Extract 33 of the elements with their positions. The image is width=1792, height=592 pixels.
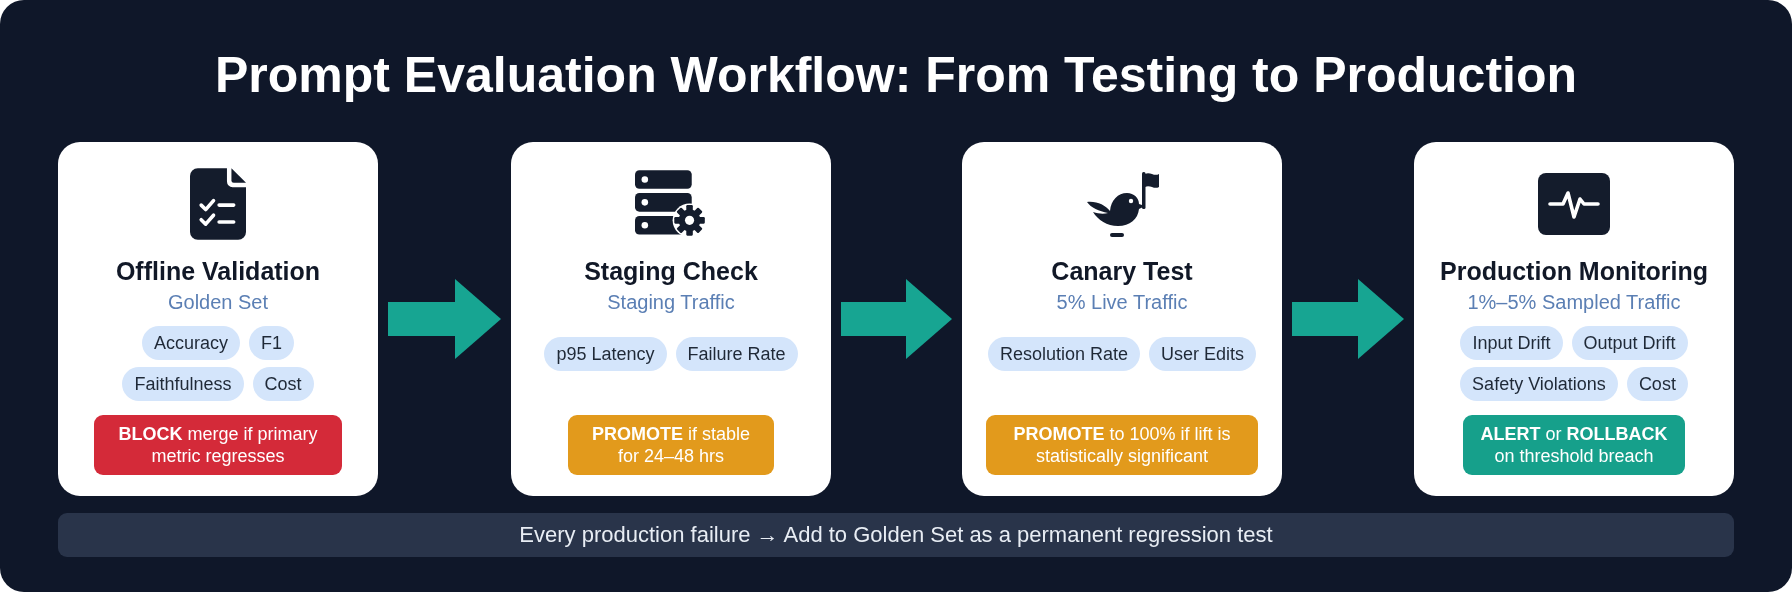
metric-tag: F1 [249, 326, 294, 360]
metric-tag: User Edits [1149, 337, 1257, 371]
metric-tag: Safety Violations [1460, 367, 1618, 401]
card-title: Canary Test [1051, 256, 1193, 286]
decision-banner: PROMOTE to 100% if lift is statistically significant [986, 415, 1258, 475]
arrow [1292, 279, 1404, 359]
decision-banner: BLOCK merge if primary metric regresses [94, 415, 342, 475]
stage-card [58, 142, 378, 496]
metric-tag: Input Drift [1460, 326, 1563, 360]
metric-tag: Failure Rate [675, 337, 798, 371]
stage-card [962, 142, 1282, 496]
diagram-title: Prompt Evaluation Workflow: From Testing to Production [215, 46, 1577, 104]
metric-tag: Accuracy [141, 326, 240, 360]
card-title: Production Monitoring [1440, 256, 1708, 286]
decision-banner: PROMOTE if stable for 24–48 hrs [568, 415, 774, 475]
card-subtitle: Golden Set [167, 290, 269, 314]
stage-card [511, 142, 831, 496]
decision-banner: ALERT or ROLLBACK on threshold breach [1463, 415, 1685, 475]
stage-card [1414, 142, 1734, 496]
card-title: Staging Check [584, 256, 758, 286]
card-title: Offline Validation [115, 256, 321, 286]
metric-tag: Resolution Rate [987, 337, 1140, 371]
metric-tag: Cost [252, 367, 314, 401]
arrow [841, 279, 952, 359]
footer-note-bar: Every production failure → Add to Golden Set as a permanent regression test [58, 513, 1734, 557]
card-subtitle: 1%–5% Sampled Traffic [1467, 290, 1681, 314]
arrow [388, 279, 501, 359]
card-subtitle: 5% Live Traffic [1056, 290, 1188, 314]
metric-tag: p95 Latency [544, 337, 667, 371]
card-subtitle: Staging Traffic [607, 290, 735, 314]
metric-tag: Faithfulness [122, 367, 244, 401]
metric-tag: Output Drift [1571, 326, 1688, 360]
metric-tag: Cost [1626, 367, 1688, 401]
